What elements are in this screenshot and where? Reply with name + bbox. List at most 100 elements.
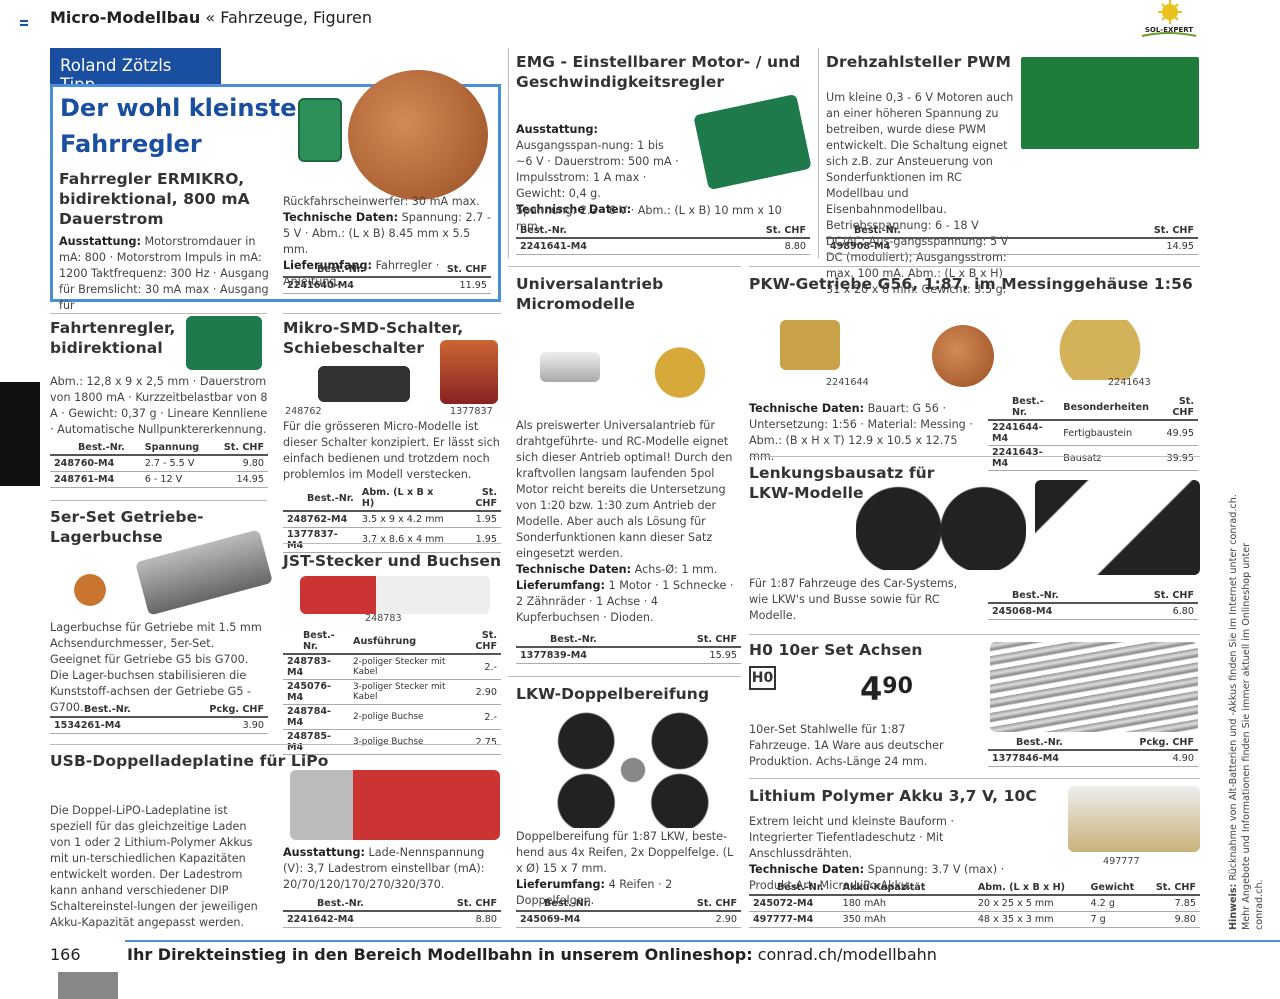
lkw-title: LKW-Doppelbereifung xyxy=(516,685,710,703)
flag-icon xyxy=(20,20,28,26)
smd-desc: Für die grösseren Micro-Modelle ist dies… xyxy=(283,420,500,481)
smd-img2-label: 1377837 xyxy=(450,406,493,417)
footer-rule xyxy=(125,940,1280,942)
pwm-desc: Um kleine 0,3 - 6 V Motoren auch an eine… xyxy=(826,91,1014,296)
lenkung-desc: Für 1:87 Fahrzeuge des Car-Systems, wie … xyxy=(749,577,958,622)
fahrten-desc: Abm.: 12,8 x 9 x 2,5 mm · Dauerstrom von… xyxy=(50,375,268,436)
pkw-desc: Technische Daten: Bauart: G 56 · Unterse… xyxy=(749,402,973,463)
lipo-image xyxy=(1068,786,1200,852)
smd-img1-label: 248762 xyxy=(285,406,322,417)
lipo-title: Lithium Polymer Akku 3,7 V, 10C xyxy=(749,787,1037,805)
lenkung-parts-image xyxy=(1035,480,1200,575)
smd-switch-image xyxy=(318,366,410,402)
section-tab xyxy=(0,382,40,486)
getriebe-desc: Lagerbuchse für Getriebe mit 1.5 mm Achs… xyxy=(50,621,262,714)
ermikro-image xyxy=(298,98,342,162)
price-tag: 490 xyxy=(860,670,913,708)
pkw-title: PKW-Getriebe G56, 1:87, im Messinggehäus… xyxy=(749,275,1193,293)
tipp-desc: Ausstattung: Motorstromdauer in mA: 800 … xyxy=(59,235,269,312)
universal-desc: Als preiswerter Universalantrieb für dra… xyxy=(516,419,734,624)
pkw-parts-image xyxy=(1005,320,1195,380)
pkw-coin-image xyxy=(932,325,994,387)
tipp-box xyxy=(50,84,501,302)
lipo-img-label: 497777 xyxy=(1103,856,1140,867)
gears-image xyxy=(620,335,740,410)
motor-image xyxy=(540,352,600,382)
buchse-image xyxy=(50,570,130,610)
tipp-tab: Roland Zötzls Tipp xyxy=(50,48,221,94)
page-tab xyxy=(58,972,118,999)
smd-title: Mikro-SMD-Schalter,Schiebeschalter xyxy=(283,319,464,357)
h0-badge: H0 xyxy=(749,666,776,690)
lkw-tires-image xyxy=(555,712,711,828)
fahrten-title: Fahrtenregler,bidirektional xyxy=(50,319,176,357)
smd-table: Best.-Nr.Abm. (L x B x H)St. CHF 248762-… xyxy=(283,486,501,553)
achsen-image xyxy=(990,642,1198,732)
usb-desc: Die Doppel-LiPO-Ladeplatine ist speziell… xyxy=(50,804,258,929)
emg-desc: Ausstattung: Ausgangsspan-nung: 1 bis ~6… xyxy=(516,123,679,216)
pwm-image xyxy=(1021,57,1199,149)
lenkung-wheels-image xyxy=(856,470,1026,570)
footer-link: conrad.ch/modellbahn xyxy=(752,945,937,964)
fahrten-image xyxy=(186,316,262,370)
getriebe-title: 5er-Set Getriebe-Lagerbuchse xyxy=(50,508,204,546)
page-header: Micro-Modellbau « Fahrzeuge, Figuren xyxy=(50,8,373,27)
sol-expert-logo: SOL-EXPERT xyxy=(1136,0,1202,40)
achsen-desc: 10er-Set Stahlwelle für 1:87 Fahrzeuge. … xyxy=(749,723,944,768)
coin-image xyxy=(348,70,488,200)
pwm-title: Drehzahlsteller PWM xyxy=(826,53,1011,71)
svg-text:SOL-EXPERT: SOL-EXPERT xyxy=(1145,26,1194,34)
pkw-getriebe-image xyxy=(780,320,840,370)
page-number: 166 xyxy=(50,945,81,964)
jst-img-label: 248783 xyxy=(365,613,402,624)
usb-features: Ausstattung: Lade-Nennspannung (V): 3,7 … xyxy=(283,846,485,891)
achsen-title: H0 10er Set Achsen xyxy=(749,641,923,659)
smd-switch2-image xyxy=(440,340,498,404)
jst-title: JST-Stecker und Buchsen xyxy=(283,552,502,570)
usb-image xyxy=(290,770,500,840)
tipp-title: Fahrregler ERMIKRO,bidirektional, 800 mA… xyxy=(59,170,250,228)
pkw-img2-label: 2241643 xyxy=(1108,377,1151,388)
jst-image xyxy=(300,576,490,614)
pkw-img1-label: 2241644 xyxy=(826,377,869,388)
vertical-note: Hinweis: Rücknahme von Alt-Batterien und… xyxy=(1228,494,1265,930)
usb-title: USB-Doppelladeplatine für LiPo xyxy=(50,752,329,770)
